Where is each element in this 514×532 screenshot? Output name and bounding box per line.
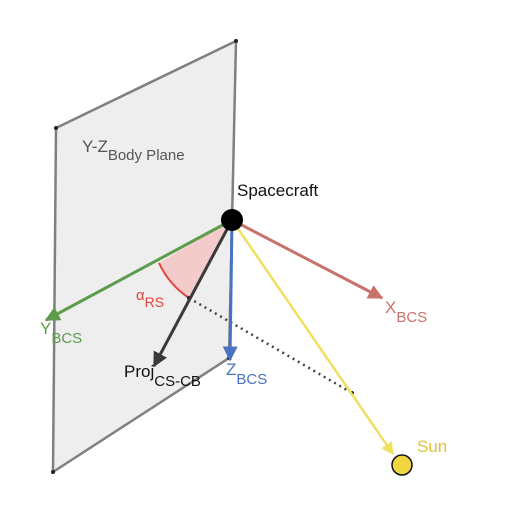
angle-label: αRS [136,287,164,310]
projection-label-main: Proj [124,362,154,381]
x-axis-vector [231,218,384,300]
z-axis-label-subscript: BCS [236,371,267,388]
y-axis-label-subscript: BCS [51,330,82,347]
z-axis-label: ZBCS [226,360,267,388]
projection-vector [152,219,234,368]
plane-vertex-top-left [54,126,58,130]
x-axis-label-subscript: BCS [396,309,427,326]
projection-label-subscript: CS-CB [154,373,201,390]
y-axis-label-main: Y [40,319,51,338]
spacecraft-label: Spacecraft [237,181,319,200]
x-axis-label: XBCS [385,298,427,326]
y-axis-vector [44,218,233,322]
spacecraft-marker [221,209,243,231]
angle-sector [159,220,232,298]
plane-vertex-top-right [234,39,238,43]
dotted-reference-line [188,296,353,395]
angle-arc [158,262,190,299]
z-axis-label-main: Z [226,360,236,379]
plane-label: Y-ZBody Plane [82,137,185,164]
z-axis-vector [222,219,238,362]
y-axis-label: YBCS [40,319,82,347]
sun-marker [391,454,413,476]
x-axis-label-main: X [385,298,396,317]
plane-label-subscript: Body Plane [108,147,185,164]
projection-label: ProjCS-CB [124,362,201,390]
angle-label-subscript: RS [145,294,164,310]
sun-label: Sun [417,437,447,456]
plane-vertex-bottom-left [51,470,55,474]
plane-label-main: Y-Z [82,137,108,156]
angle-label-main: α [136,287,145,304]
sun-ray [230,219,395,456]
